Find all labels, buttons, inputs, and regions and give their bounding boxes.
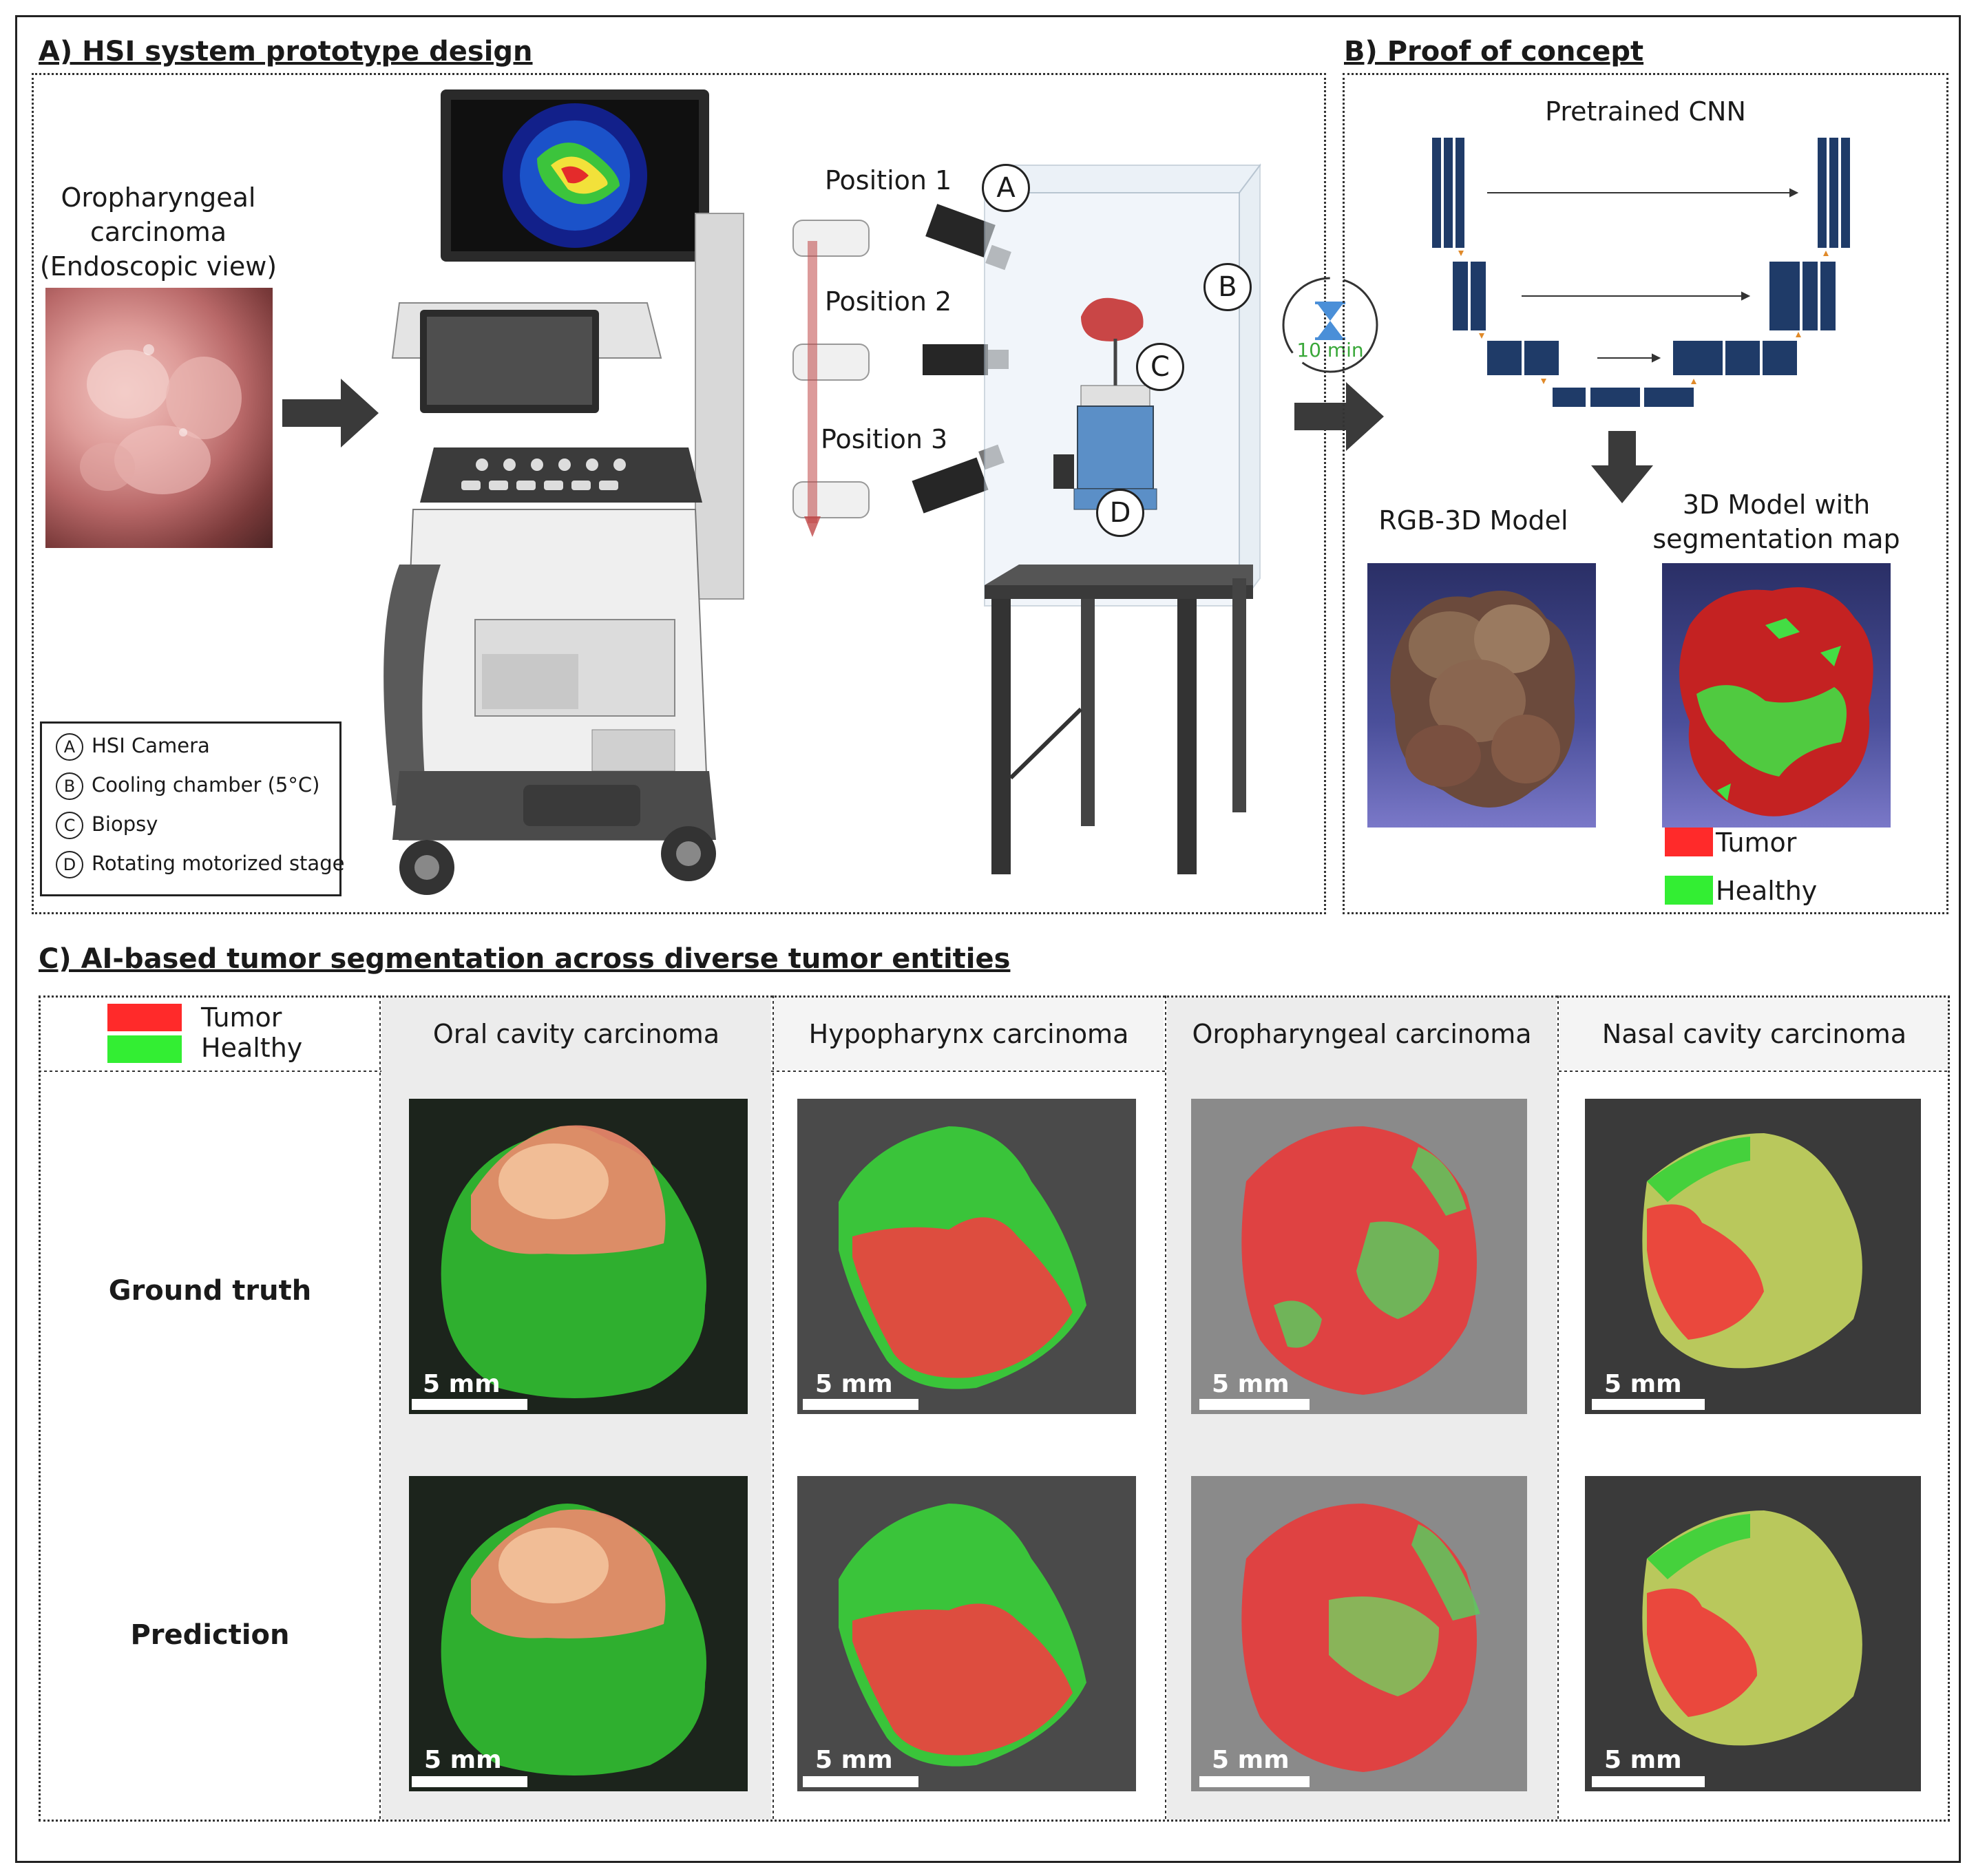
seg-model-label-line2: segmentation map [1652,524,1900,554]
scale-label-oro-pred: 5 mm [1212,1746,1290,1774]
section-b-title: B) Proof of concept [1344,36,1644,67]
legend-letter-d: D [56,851,83,878]
legend-item-d: D Rotating motorized stage [56,851,344,878]
c-tumor-swatch [107,1004,182,1031]
cooling-chamber-illustration [983,163,1261,874]
scale-bar-oro-pred [1199,1776,1310,1787]
oro-gt-segmentation [1241,1126,1477,1395]
oropharyngeal-ground-truth-image [1191,1099,1527,1414]
oro-pred-segmentation [1241,1504,1480,1772]
oral-gt-segmentation [441,1125,706,1398]
nasal-prediction-image [1585,1476,1921,1791]
position-2-label: Position 2 [825,286,952,317]
arrow-right-icon-2 [1294,382,1384,451]
scale-label-nasal-gt: 5 mm [1604,1370,1682,1398]
healthy-legend-label: Healthy [1716,876,1818,906]
scale-bar-oro-gt [1199,1399,1310,1410]
tumor-swatch [1665,828,1713,856]
legend-item-a: A HSI Camera [56,733,210,761]
figure-frame [15,15,1961,1863]
scale-bar-oral-pred [412,1776,527,1787]
timer-label: 10 min [1296,339,1364,361]
arrow-down-icon [1591,431,1653,503]
rgb-3d-model-shape [1390,591,1575,808]
oropharyngeal-prediction-image [1191,1476,1527,1791]
scale-bar-nasal-pred [1592,1776,1705,1787]
rgb-3d-model-image [1367,563,1596,828]
endoscopic-label-line2: carcinoma [90,217,227,247]
section-a-title: A) HSI system prototype design [39,36,533,67]
scale-label-nasal-pred: 5 mm [1604,1746,1682,1774]
column-header-bg-2 [774,998,1164,1070]
legend-letter-c: C [56,812,83,839]
hypo-pred-segmentation [839,1504,1086,1767]
rgb-model-label: RGB-3D Model [1378,505,1568,536]
column-header-oral: Oral cavity carcinoma [432,1019,720,1049]
endoscopic-label-line1: Oropharyngeal [61,182,256,213]
scale-label-oral-gt: 5 mm [423,1370,501,1398]
hypopharynx-ground-truth-image [797,1099,1136,1414]
component-legend: A HSI Camera B Cooling chamber (5°C) C Biop… [40,721,344,896]
marker-c: C [1136,343,1184,391]
hypo-gt-segmentation [839,1126,1086,1389]
scale-label-oral-pred: 5 mm [424,1746,502,1774]
column-header-bg-4 [1559,998,1948,1070]
cnn-label: Pretrained CNN [1545,96,1746,127]
marker-a: A [982,164,1030,212]
legend-text-b: Cooling chamber (5°C) [92,773,320,797]
position-1-label: Position 1 [825,165,952,196]
legend-text-c: Biopsy [92,812,158,836]
scale-bar-nasal-gt [1592,1399,1705,1410]
seg-model-label-line1: 3D Model with [1682,489,1871,520]
c-tumor-label: Tumor [201,1002,282,1033]
row-label-ground-truth: Ground truth [108,1275,312,1307]
row-label-prediction: Prediction [130,1619,290,1651]
scale-bar-hypo-gt [803,1399,918,1410]
endoscopic-image [45,288,273,548]
segmented-3d-model-image [1662,563,1891,828]
scale-label-oro-gt: 5 mm [1212,1370,1290,1398]
endoscopic-texture [80,344,242,494]
marker-d: D [1096,489,1144,537]
marker-b: B [1204,263,1252,311]
legend-item-b: B Cooling chamber (5°C) [56,772,319,800]
endoscopic-label-line3: (Endoscopic view) [39,251,277,282]
oral-pred-segmentation [441,1504,706,1775]
legend-text-d: Rotating motorized stage [92,852,345,875]
position-3-label: Position 3 [821,424,948,454]
healthy-swatch [1665,876,1713,905]
column-header-nasal: Nasal cavity carcinoma [1601,1019,1907,1049]
section-b-panel [1343,73,1948,914]
oral-ground-truth-image [409,1099,748,1414]
timer-icon [1282,277,1378,373]
column-header-hypopharynx: Hypopharynx carcinoma [808,1019,1129,1049]
scale-label-hypo-gt: 5 mm [815,1370,893,1398]
c-healthy-label: Healthy [201,1033,303,1063]
hsi-workstation-illustration [383,89,744,895]
nasal-pred-segmentation [1642,1510,1862,1746]
legend-item-c: C Biopsy [56,812,158,839]
legend-letter-a: A [56,733,83,761]
endoscopic-label: Oropharyngeal carcinoma (Endoscopic view… [28,180,289,284]
nasal-ground-truth-image [1585,1099,1921,1414]
scale-bar-oral-gt [412,1399,527,1410]
oral-prediction-image [409,1476,748,1791]
section-a-panel [32,73,1326,914]
legend-letter-b: B [56,772,83,800]
grid-lines [39,995,1950,1822]
scale-bar-hypo-pred [803,1776,918,1787]
nasal-gt-segmentation [1642,1133,1862,1369]
seg-model-label: 3D Model with segmentation map [1646,487,1907,556]
segmented-3d-model-shape [1679,587,1873,816]
arrow-right-icon [282,379,379,447]
hypopharynx-prediction-image [797,1476,1136,1791]
column-header-oropharyngeal: Oropharyngeal carcinoma [1192,1019,1532,1049]
scale-label-hypo-pred: 5 mm [815,1746,893,1774]
tumor-legend-label: Tumor [1716,828,1797,858]
c-healthy-swatch [107,1035,182,1063]
section-c-title: C) AI-based tumor segmentation across di… [39,943,1011,975]
section-c-panel [39,995,1950,1822]
unet-diagram [1432,138,1850,407]
legend-text-a: HSI Camera [92,734,210,757]
